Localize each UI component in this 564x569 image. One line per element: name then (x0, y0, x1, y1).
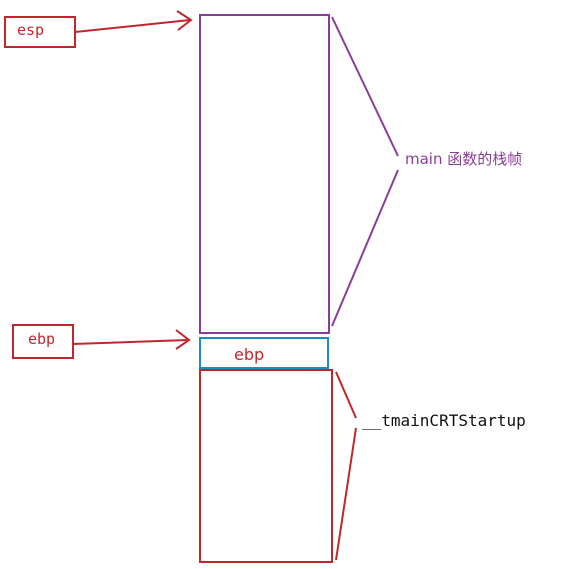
main-frame-label: main 函数的栈帧 (405, 150, 523, 168)
startup-frame-label: __tmainCRTStartup (362, 411, 526, 430)
ebp-arrow (72, 329, 191, 350)
main-frame-brace (331, 16, 399, 327)
startup-frame-box (199, 369, 333, 563)
esp-arrow (74, 10, 193, 33)
esp-register-box (4, 16, 76, 48)
startup-frame-brace (335, 371, 357, 561)
saved-ebp-label: ebp (234, 345, 265, 364)
saved-ebp-box (199, 337, 329, 369)
esp-label: esp (17, 21, 45, 39)
ebp-pointer-label: ebp (28, 330, 56, 348)
main-frame-box (199, 14, 330, 334)
ebp-register-box (12, 324, 74, 359)
